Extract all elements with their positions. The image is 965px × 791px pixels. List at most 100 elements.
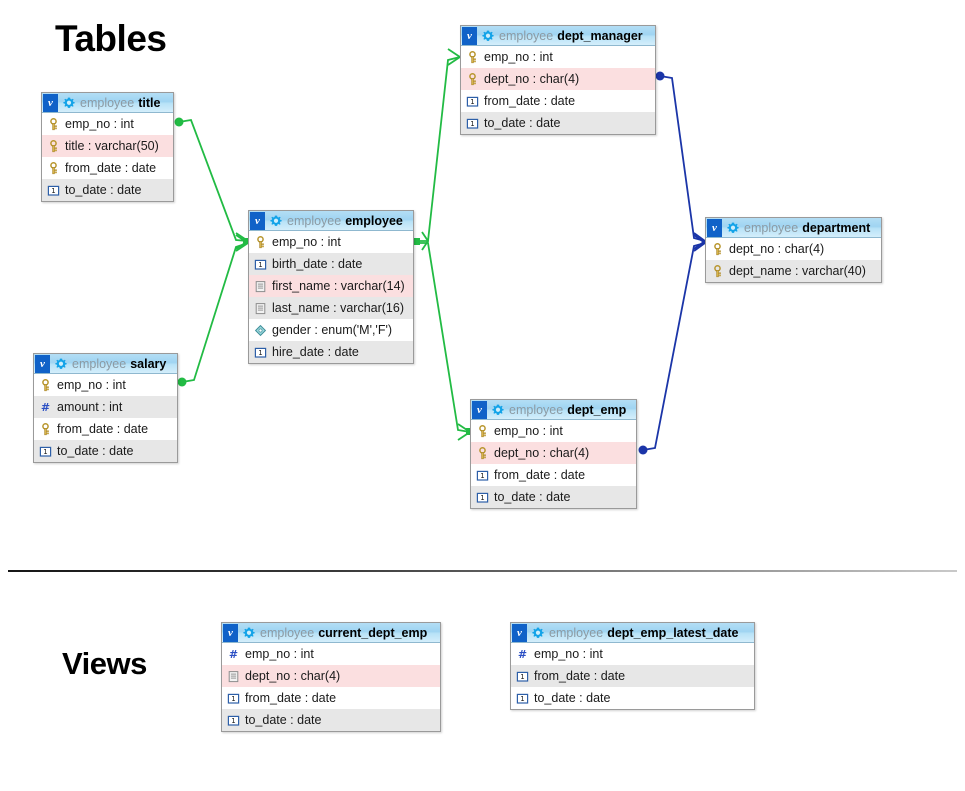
column-row[interactable]: from_date : date [42,157,173,179]
svg-text:1: 1 [520,695,524,703]
svg-text:1: 1 [258,349,262,357]
column-row[interactable]: from_date : date [34,418,177,440]
number-icon: # [518,648,527,661]
key-icon [479,424,486,437]
relationship-employee-dept_emp [416,242,473,441]
date-icon: 1 [227,715,240,726]
relationship-dept_manager-department [655,71,707,250]
column-label: to_date : date [484,116,561,130]
column-row[interactable]: 1 to_date : date [461,112,655,134]
column-label: dept_no : char(4) [245,669,341,683]
column-row[interactable]: emp_no : int [249,231,413,253]
column-row[interactable]: title : varchar(50) [42,135,173,157]
svg-text:1: 1 [470,98,474,106]
column-row[interactable]: first_name : varchar(14) [249,275,413,297]
number-icon: # [229,648,238,661]
column-label: hire_date : date [272,345,359,359]
column-label: emp_no : int [272,235,341,249]
column-label: title : varchar(50) [65,139,159,153]
column-row[interactable]: dept_no : char(4) [222,665,440,687]
svg-text:1: 1 [51,187,55,195]
date-icon: 1 [476,492,489,503]
column-row[interactable]: emp_no : int [42,113,173,135]
schema-label: employee [287,213,342,228]
column-label: emp_no : int [534,647,603,661]
column-label: birth_date : date [272,257,363,271]
date-icon: 1 [476,470,489,481]
column-row[interactable]: 1 birth_date : date [249,253,413,275]
date-icon: 1 [227,693,240,704]
column-label: dept_name : varchar(40) [729,264,866,278]
column-row[interactable]: gender : enum('M','F') [249,319,413,341]
entity-name-label: employee [345,213,403,228]
key-icon [42,378,49,391]
column-row[interactable]: dept_no : char(4) [706,238,881,260]
column-row[interactable]: # emp_no : int [511,643,754,665]
svg-text:1: 1 [258,261,262,269]
date-icon: 1 [466,96,479,107]
view-badge-icon: v [35,354,50,373]
column-row[interactable]: last_name : varchar(16) [249,297,413,319]
column-label: emp_no : int [57,378,126,392]
view-badge-icon: v [43,93,58,112]
entity-name-label: dept_emp_latest_date [607,625,739,640]
column-row[interactable]: emp_no : int [34,374,177,396]
column-label: dept_no : char(4) [494,446,590,460]
key-icon [50,139,57,152]
entity-name-label: salary [130,356,167,371]
number-icon: # [41,401,50,414]
view-badge-icon: v [462,26,477,45]
schema-label: employee [72,356,127,371]
relationship-title-employee [174,117,250,250]
date-icon: 1 [254,347,267,358]
column-row[interactable]: #emp_no : int [222,643,440,665]
date-icon: 1 [466,118,479,129]
column-row[interactable]: 1 hire_date : date [249,341,413,363]
date-icon: 1 [39,446,52,457]
column-label: emp_no : int [484,50,553,64]
section-title-views: Views [62,646,147,681]
column-row[interactable]: #amount : int [34,396,177,418]
column-row[interactable]: emp_no : int [461,46,655,68]
key-icon [257,235,264,248]
column-label: from_date : date [57,422,149,436]
schema-label: employee [80,95,135,110]
column-row[interactable]: dept_no : char(4) [471,442,636,464]
date-icon: 1 [47,185,60,196]
entity-name-label: title [138,95,161,110]
column-label: emp_no : int [494,424,563,438]
column-row[interactable]: emp_no : int [471,420,636,442]
gear-icon [482,30,494,41]
column-row[interactable]: dept_name : varchar(40) [706,260,881,282]
schema-label: employee [549,625,604,640]
gear-icon [270,215,282,226]
column-label: dept_no : char(4) [729,242,825,256]
gear-icon [243,627,255,638]
column-row[interactable]: dept_no : char(4) [461,68,655,90]
